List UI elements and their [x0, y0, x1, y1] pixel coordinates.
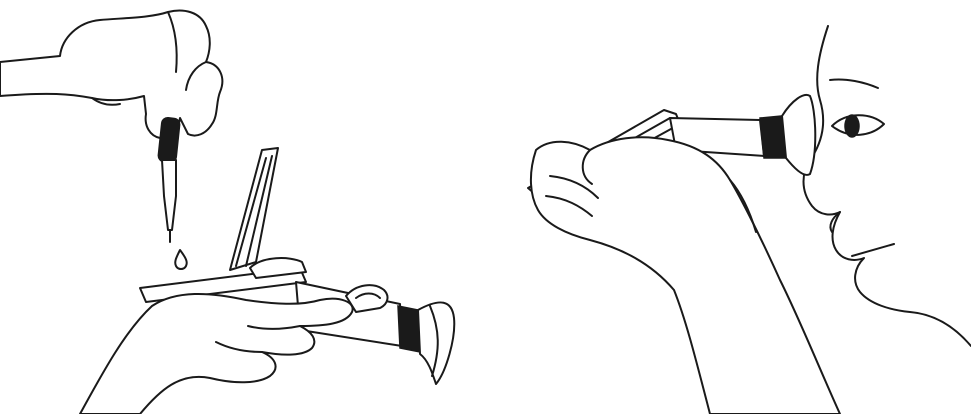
viewing-hand-icon	[531, 137, 840, 414]
face-icon	[804, 26, 971, 346]
eye-icon	[832, 115, 884, 137]
dropper-icon	[158, 117, 181, 242]
upper-hand-icon	[0, 11, 222, 139]
panel-apply-sample	[0, 0, 480, 414]
view-eyepiece-drawing	[480, 0, 971, 414]
apply-sample-drawing	[0, 0, 480, 414]
droplet-icon	[175, 250, 187, 269]
lower-hand-icon	[80, 285, 387, 414]
panel-view-eyepiece	[480, 0, 971, 414]
